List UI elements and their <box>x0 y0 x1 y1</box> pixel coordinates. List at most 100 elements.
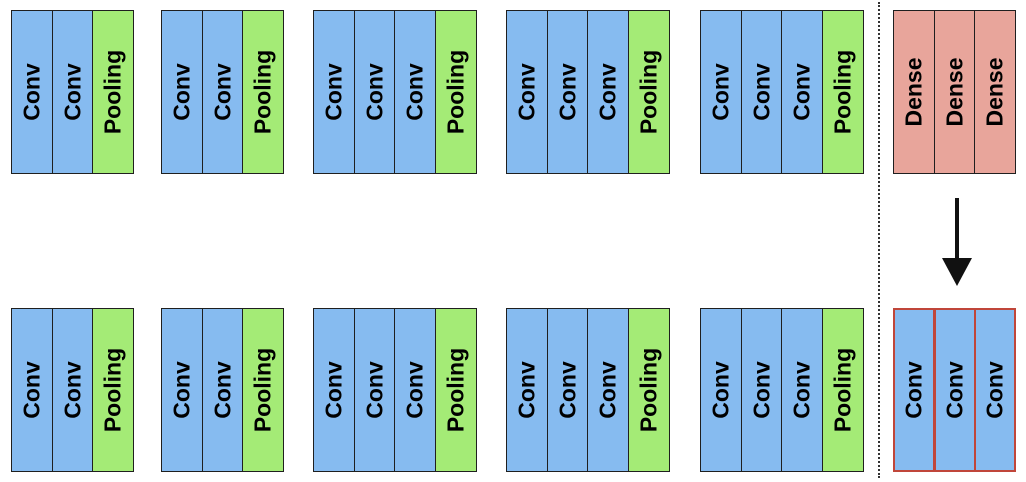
pooling-layer: Pooling <box>242 10 284 174</box>
layer-label: Conv <box>513 63 540 121</box>
conv-layer: Conv <box>161 10 203 174</box>
pooling-layer: Pooling <box>627 308 670 472</box>
down-arrow-icon <box>942 198 972 286</box>
block-5: Conv Conv Conv Pooling <box>700 10 864 174</box>
block-3: Conv Conv Conv Pooling <box>313 10 477 174</box>
dotted-divider <box>878 2 880 478</box>
layer-label: Conv <box>18 63 45 121</box>
layer-label: Conv <box>168 63 195 121</box>
conv-layer: Conv <box>313 308 355 472</box>
layer-label: Conv <box>748 361 774 419</box>
dense-layer: Dense <box>893 10 935 174</box>
layer-label: Pooling <box>99 347 126 433</box>
conv-layer: Conv <box>700 308 742 472</box>
block-5: Conv Conv Conv Pooling <box>700 308 864 472</box>
conv-layer: Conv <box>394 10 436 174</box>
pooling-layer: Pooling <box>627 10 670 174</box>
layer-label: Conv <box>707 361 734 419</box>
conv-layer: Conv <box>353 308 396 472</box>
pooling-layer: Pooling <box>92 308 134 472</box>
layer-label: Pooling <box>442 347 468 433</box>
layer-label: Conv <box>401 361 428 419</box>
layer-label: Conv <box>59 361 85 419</box>
layer-label: Conv <box>361 361 387 419</box>
conv-layer: Conv <box>51 10 94 174</box>
layer-label: Pooling <box>442 49 468 135</box>
layer-label: Pooling <box>829 347 855 433</box>
conv-layer: Conv <box>353 10 396 174</box>
block-4: Conv Conv Conv Pooling <box>506 10 670 174</box>
layer-label: Dense <box>941 57 967 127</box>
pooling-layer: Pooling <box>92 10 134 174</box>
layer-label: Conv <box>18 361 45 419</box>
converted-conv-layer: Conv <box>893 308 935 472</box>
layer-label: Pooling <box>99 49 126 135</box>
conv-layer: Conv <box>201 308 244 472</box>
block-4: Conv Conv Conv Pooling <box>506 308 670 472</box>
conv-layer: Conv <box>546 10 589 174</box>
layer-label: Pooling <box>249 347 276 433</box>
block-1: Conv Conv Pooling <box>11 308 134 472</box>
layer-label: Pooling <box>829 49 855 135</box>
layer-label: Conv <box>788 63 815 121</box>
layer-label: Conv <box>707 63 734 121</box>
conv-layer: Conv <box>161 308 203 472</box>
layer-label: Pooling <box>635 347 661 433</box>
conv-layer: Conv <box>740 10 783 174</box>
block-3: Conv Conv Conv Pooling <box>313 308 477 472</box>
layer-label: Dense <box>900 57 927 127</box>
conv-layer: Conv <box>11 308 53 472</box>
layer-label: Conv <box>168 361 195 419</box>
layer-label: Conv <box>59 63 85 121</box>
pooling-layer: Pooling <box>434 308 477 472</box>
original-network-row: Conv Conv Pooling Conv Conv Pooling Conv… <box>0 10 1026 174</box>
conv-layer: Conv <box>394 308 436 472</box>
conv-layer: Conv <box>781 308 823 472</box>
dense-head: Dense Dense Dense <box>893 10 1016 174</box>
block-2: Conv Conv Pooling <box>161 308 284 472</box>
layer-label: Conv <box>401 63 428 121</box>
conv-layer: Conv <box>506 10 548 174</box>
layer-label: Conv <box>320 63 347 121</box>
layer-label: Pooling <box>249 49 276 135</box>
layer-label: Conv <box>788 361 815 419</box>
layer-label: Conv <box>320 361 347 419</box>
conv-layer: Conv <box>201 10 244 174</box>
layer-label: Conv <box>209 63 235 121</box>
conv-layer: Conv <box>11 10 53 174</box>
converted-conv-head: Conv Conv Conv <box>893 308 1016 472</box>
pooling-layer: Pooling <box>434 10 477 174</box>
conv-layer: Conv <box>506 308 548 472</box>
conv-layer: Conv <box>740 308 783 472</box>
conv-layer: Conv <box>587 308 629 472</box>
conv-layer: Conv <box>313 10 355 174</box>
layer-label: Conv <box>594 63 621 121</box>
layer-label: Pooling <box>635 49 661 135</box>
layer-label: Conv <box>361 63 387 121</box>
layer-label: Conv <box>748 63 774 121</box>
dense-layer: Dense <box>933 10 976 174</box>
layer-label: Conv <box>209 361 235 419</box>
block-2: Conv Conv Pooling <box>161 10 284 174</box>
conv-layer: Conv <box>781 10 823 174</box>
converted-conv-layer: Conv <box>974 308 1016 472</box>
layer-label: Dense <box>981 57 1008 127</box>
pooling-layer: Pooling <box>242 308 284 472</box>
layer-label: Conv <box>554 63 580 121</box>
layer-label: Conv <box>900 361 927 419</box>
conv-layer: Conv <box>700 10 742 174</box>
fully-convolutional-row: Conv Conv Pooling Conv Conv Pooling Conv… <box>0 308 1026 472</box>
block-1: Conv Conv Pooling <box>11 10 134 174</box>
conv-layer: Conv <box>546 308 589 472</box>
layer-label: Conv <box>554 361 580 419</box>
conv-layer: Conv <box>51 308 94 472</box>
converted-conv-layer: Conv <box>933 308 976 472</box>
layer-label: Conv <box>981 361 1008 419</box>
pooling-layer: Pooling <box>821 10 864 174</box>
layer-label: Conv <box>941 361 967 419</box>
layer-label: Conv <box>594 361 621 419</box>
conv-layer: Conv <box>587 10 629 174</box>
dense-layer: Dense <box>974 10 1016 174</box>
layer-label: Conv <box>513 361 540 419</box>
pooling-layer: Pooling <box>821 308 864 472</box>
